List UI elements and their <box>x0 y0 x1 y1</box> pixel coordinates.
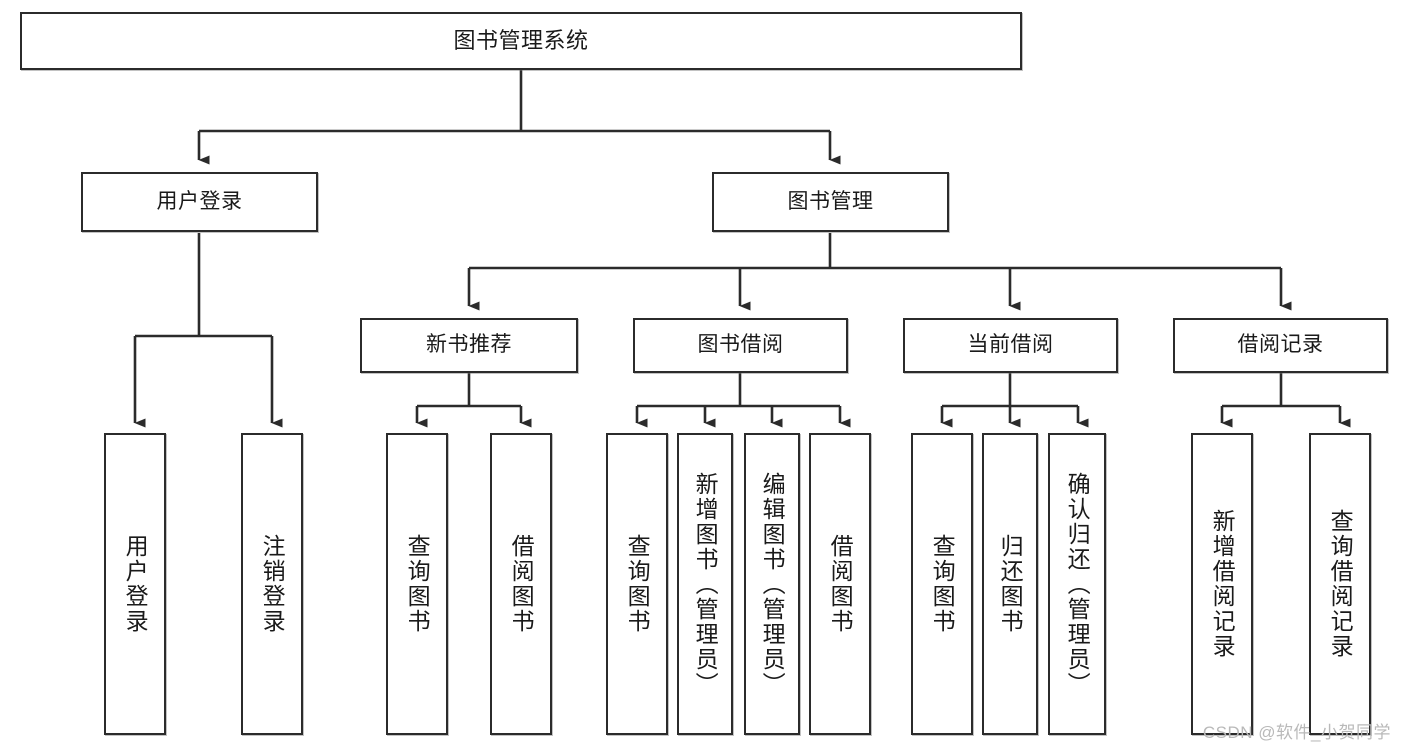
node-label: 用户登录 <box>156 189 243 213</box>
node-root-system[interactable]: 图书管理系统 <box>20 12 1022 70</box>
node-label: 借阅图书 <box>508 534 535 634</box>
leaf-user-login[interactable]: 用户登录 <box>104 433 166 735</box>
node-label: 确认归还（管理员） <box>1064 471 1091 697</box>
node-user-login[interactable]: 用户登录 <box>81 172 318 232</box>
leaf-add-book-admin[interactable]: 新增图书（管理员） <box>677 433 733 735</box>
node-label: 图书管理 <box>787 189 874 213</box>
leaf-return-book[interactable]: 归还图书 <box>982 433 1038 735</box>
node-label: 新书推荐 <box>426 333 512 357</box>
leaf-user-logout[interactable]: 注销登录 <box>241 433 303 735</box>
watermark-text: CSDN @软件_小贺同学 <box>1202 723 1391 742</box>
leaf-borrow-book-borrow[interactable]: 借阅图书 <box>809 433 871 735</box>
node-label: 新增图书（管理员） <box>692 471 719 697</box>
leaf-query-book-recommend[interactable]: 查询图书 <box>386 433 448 735</box>
node-label: 编辑图书（管理员） <box>759 471 786 697</box>
node-label: 借阅记录 <box>1237 333 1324 357</box>
node-label: 查询图书 <box>404 534 431 634</box>
node-borrow-record[interactable]: 借阅记录 <box>1173 318 1388 373</box>
node-label: 图书借阅 <box>697 333 784 357</box>
node-label: 借阅图书 <box>827 534 854 634</box>
node-label: 归还图书 <box>997 534 1024 634</box>
node-book-manage[interactable]: 图书管理 <box>712 172 949 232</box>
node-current-borrow[interactable]: 当前借阅 <box>903 318 1118 373</box>
leaf-edit-book-admin[interactable]: 编辑图书（管理员） <box>744 433 800 735</box>
leaf-query-borrow-record[interactable]: 查询借阅记录 <box>1309 433 1371 735</box>
node-label: 注销登录 <box>259 534 286 634</box>
node-label: 当前借阅 <box>967 333 1054 357</box>
leaf-confirm-return-admin[interactable]: 确认归还（管理员） <box>1048 433 1106 735</box>
node-label: 图书管理系统 <box>453 28 589 54</box>
leaf-add-borrow-record[interactable]: 新增借阅记录 <box>1191 433 1253 735</box>
node-label: 新增借阅记录 <box>1209 509 1236 659</box>
node-label: 用户登录 <box>122 534 149 634</box>
node-new-book-recommend[interactable]: 新书推荐 <box>360 318 578 373</box>
node-label: 查询借阅记录 <box>1327 509 1354 659</box>
node-label: 查询图书 <box>624 534 651 634</box>
node-label: 查询图书 <box>929 534 956 634</box>
leaf-query-book-current[interactable]: 查询图书 <box>911 433 973 735</box>
leaf-query-book-borrow[interactable]: 查询图书 <box>606 433 668 735</box>
leaf-borrow-book-recommend[interactable]: 借阅图书 <box>490 433 552 735</box>
node-book-borrow[interactable]: 图书借阅 <box>633 318 848 373</box>
